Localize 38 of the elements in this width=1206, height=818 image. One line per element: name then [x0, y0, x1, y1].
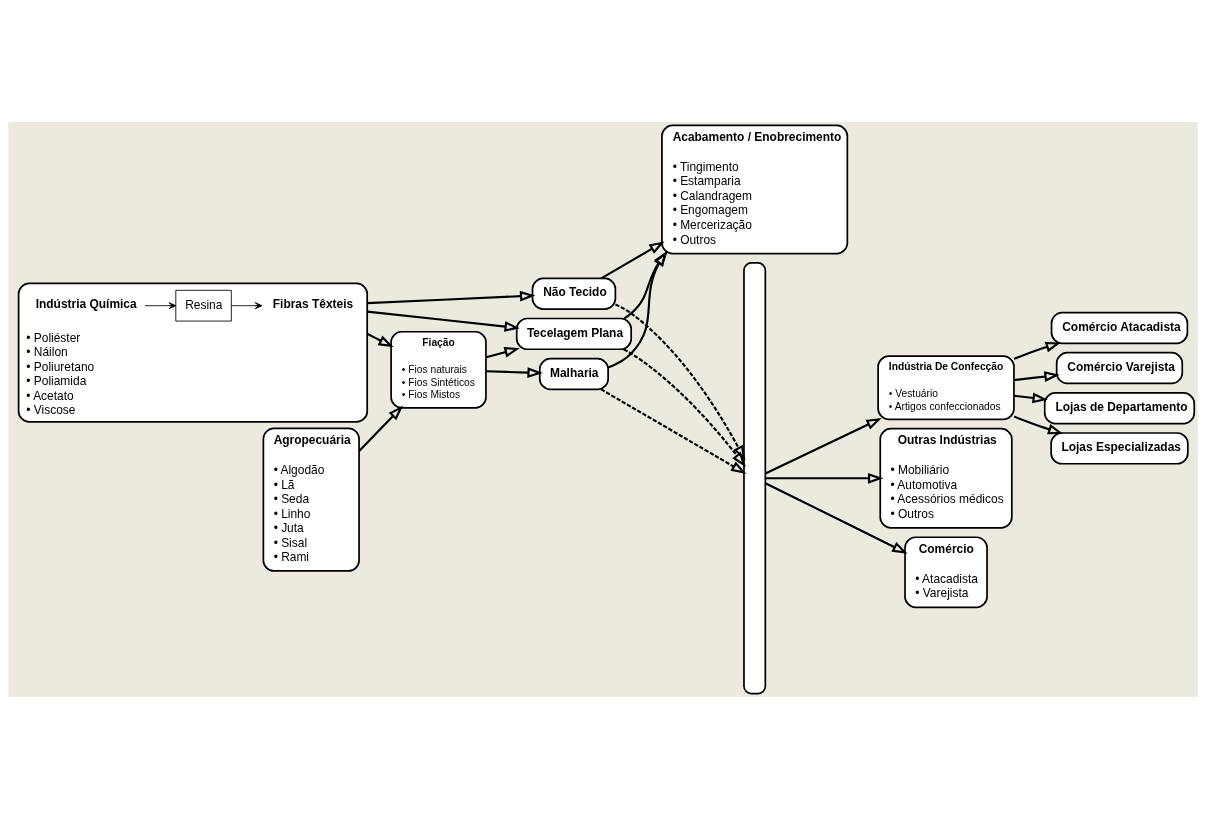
node-box: Comércio • Atacadista • Varejista [904, 535, 988, 608]
node-box: Indústria De Confecção • Vestuário • Artigos confeccionados [877, 354, 1015, 420]
node-box: Comércio Varejista [1055, 351, 1184, 384]
arrow [358, 405, 404, 452]
node-text: Indústria Química [35, 296, 137, 311]
arrow [764, 481, 908, 554]
arrow [486, 366, 543, 378]
node-bar [743, 261, 767, 694]
arrow [764, 417, 882, 474]
node-text: Fibras Têxteis [272, 296, 354, 311]
node-box: Não Tecido [531, 277, 617, 310]
arrow [623, 250, 668, 319]
arrow [1013, 392, 1048, 403]
arrow [615, 303, 746, 461]
node-box: Fiação • Fios naturais • Fios Sintéticos • Fios Mistos [390, 330, 487, 409]
arrow [600, 240, 665, 279]
node-box: Outras Indústrias • Mobiliário • Automotiva • Acessórios médicos • Outros [879, 427, 1013, 529]
arrow [1013, 370, 1060, 382]
node-box: Lojas Especializadas [1050, 431, 1189, 465]
arrow [600, 388, 747, 474]
arrow [1013, 341, 1061, 360]
node-box: Malharia [538, 357, 609, 390]
arrow [366, 332, 394, 347]
node-box: Lojas de Departamento [1043, 391, 1196, 424]
arrow [144, 301, 177, 309]
arrow [367, 290, 536, 304]
node-box: Agropecuária • Algodão • Lã • Seda • Linho • Juta • Sisal • Rami [262, 426, 360, 572]
node-box: Acabamento / Enobrecimento • Tingimento • Estamparia • Calandragem • Engomagem • Mercerização • Outros [661, 124, 849, 254]
node-box: Tecelagem Plana [515, 317, 633, 350]
arrow [623, 347, 746, 467]
arrow [231, 301, 263, 309]
arrow [1013, 415, 1064, 434]
node-box: Comércio Atacadista [1050, 311, 1189, 344]
node-box: Resina [175, 289, 232, 321]
arrow [607, 250, 667, 368]
arrow [765, 472, 884, 484]
arrow [367, 310, 520, 332]
arrow [485, 346, 520, 358]
